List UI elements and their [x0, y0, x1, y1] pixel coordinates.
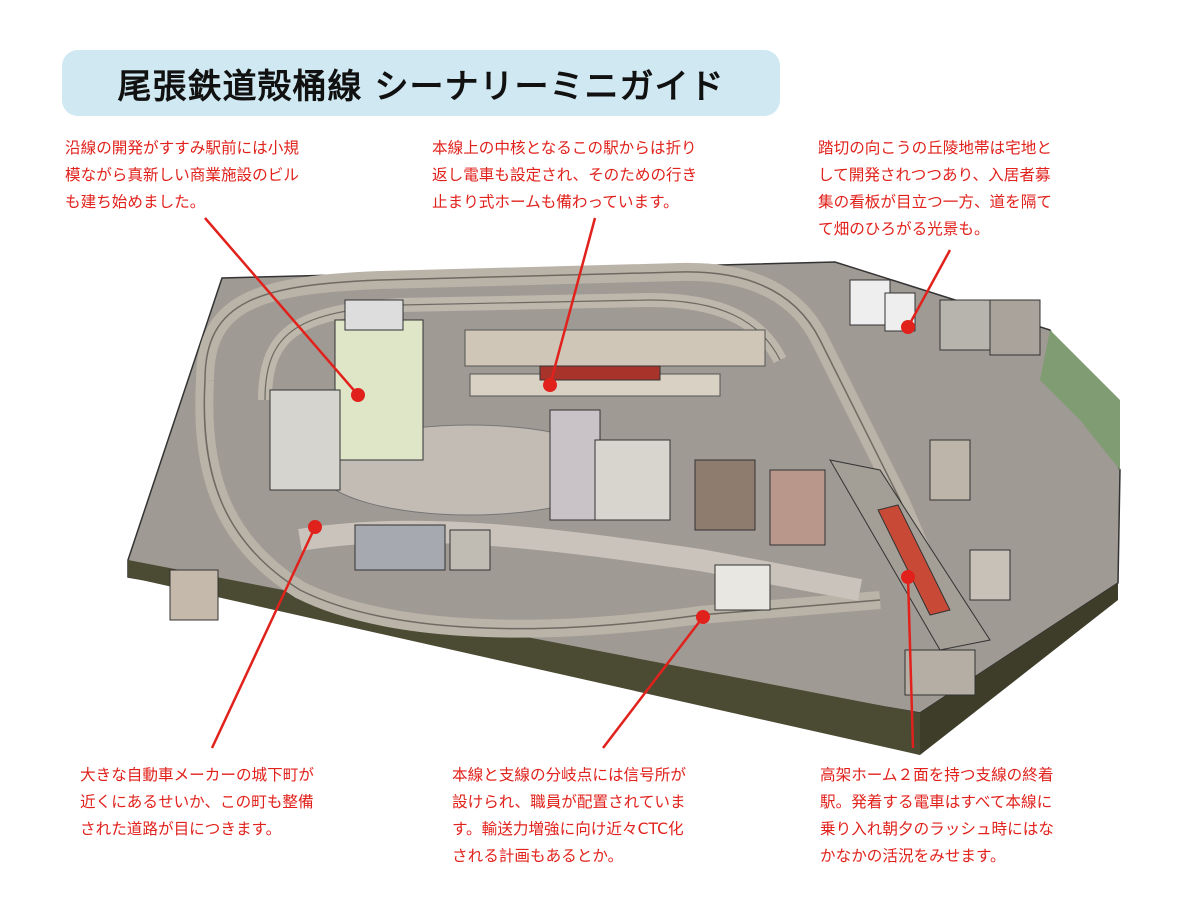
buildings [169, 279, 1041, 621]
callout-lines [204, 217, 952, 749]
train-central [539, 365, 661, 381]
page-title: 尾張鉄道殻桶線シーナリーミニガイド [117, 66, 725, 107]
central-station [464, 329, 766, 397]
note-hillside: 踏切の向こうの丘陵地帯は宅地と して開発されつつあり、入居者募 集の看板が目立つ… [818, 139, 1052, 238]
title-banner: 尾張鉄道殻桶線シーナリーミニガイド [62, 50, 780, 116]
note-terminal: 高架ホーム２面を持つ支線の終着 駅。発着する電車はすべて本線に 乗り入れ朝夕のラ… [820, 766, 1054, 865]
terminal-station [829, 459, 991, 696]
note-junction: 本線と支線の分岐点には信号所が 設けられ、職員が配置されていま す。輸送力増強に… [452, 766, 686, 865]
note-castle-town: 大きな自動車メーカーの城下町が 近くにあるせいか、この町も整備 された道路が目に… [80, 766, 314, 838]
note-station-front: 沿線の開発がすすみ駅前には小規 模ながら真新しい商業施設のビル も建ち始めました… [65, 139, 299, 211]
note-central-station: 本線上の中核となるこの駅からは折り 返し電車も設定され、そのための行き 止まり式… [432, 139, 698, 211]
